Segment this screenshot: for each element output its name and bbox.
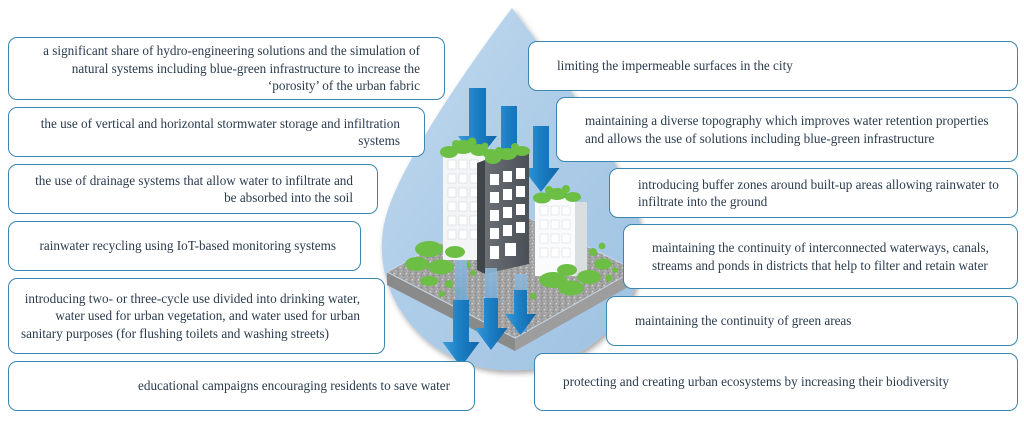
left-item-6[interactable]: educational campaigns encouraging reside… bbox=[8, 361, 475, 411]
ground-vegetation bbox=[405, 241, 618, 300]
right-item-5[interactable]: maintaining the continuity of green area… bbox=[606, 296, 1018, 346]
left-item-2[interactable]: the use of vertical and horizontal storm… bbox=[8, 107, 425, 157]
green-roof-center bbox=[485, 143, 530, 164]
left-item-3-label: the use of drainage systems that allow w… bbox=[35, 172, 353, 205]
right-item-2-label: maintaining a diverse topography which i… bbox=[585, 113, 989, 146]
right-item-1[interactable]: limiting the impermeable surfaces in the… bbox=[528, 41, 1018, 91]
right-item-4-label: maintaining the continuity of interconne… bbox=[652, 240, 989, 273]
right-item-1-label: limiting the impermeable surfaces in the… bbox=[557, 58, 793, 74]
left-item-1-label: a significant share of hydro-engineering… bbox=[43, 43, 420, 94]
right-item-6[interactable]: protecting and creating urban ecosystems… bbox=[534, 353, 1018, 411]
green-roof-right bbox=[533, 185, 581, 204]
infiltration-arrow-1 bbox=[442, 300, 480, 367]
right-item-6-label: protecting and creating urban ecosystems… bbox=[563, 374, 949, 390]
rain-arrow-3 bbox=[522, 126, 560, 192]
right-item-3[interactable]: introducing buffer zones around built-up… bbox=[609, 168, 1018, 218]
left-item-1[interactable]: a significant share of hydro-engineering… bbox=[8, 37, 445, 100]
green-roof-left bbox=[440, 137, 499, 159]
right-item-3-label: introducing buffer zones around built-up… bbox=[638, 176, 999, 209]
left-item-6-label: educational campaigns encouraging reside… bbox=[138, 378, 450, 394]
infiltration-arrow-group bbox=[442, 290, 536, 367]
right-item-2[interactable]: maintaining a diverse topography which i… bbox=[556, 97, 1018, 162]
left-item-5-label: introducing two- or three-cycle use divi… bbox=[21, 290, 360, 341]
water-drop-svg bbox=[381, 8, 643, 371]
building-right bbox=[533, 185, 587, 276]
right-item-4[interactable]: maintaining the continuity of interconne… bbox=[623, 224, 1018, 289]
left-item-4-label: rainwater recycling using IoT-based moni… bbox=[39, 238, 336, 254]
infiltration-arrow-3 bbox=[505, 290, 536, 335]
water-drop-graphic bbox=[357, 2, 667, 414]
infiltration-arrow-2 bbox=[474, 298, 508, 350]
left-item-3[interactable]: the use of drainage systems that allow w… bbox=[8, 164, 378, 214]
left-item-4[interactable]: rainwater recycling using IoT-based moni… bbox=[8, 221, 361, 271]
left-item-5[interactable]: introducing two- or three-cycle use divi… bbox=[8, 278, 385, 354]
building-center bbox=[477, 143, 530, 274]
right-item-5-label: maintaining the continuity of green area… bbox=[635, 313, 852, 329]
left-item-2-label: the use of vertical and horizontal storm… bbox=[40, 115, 400, 148]
